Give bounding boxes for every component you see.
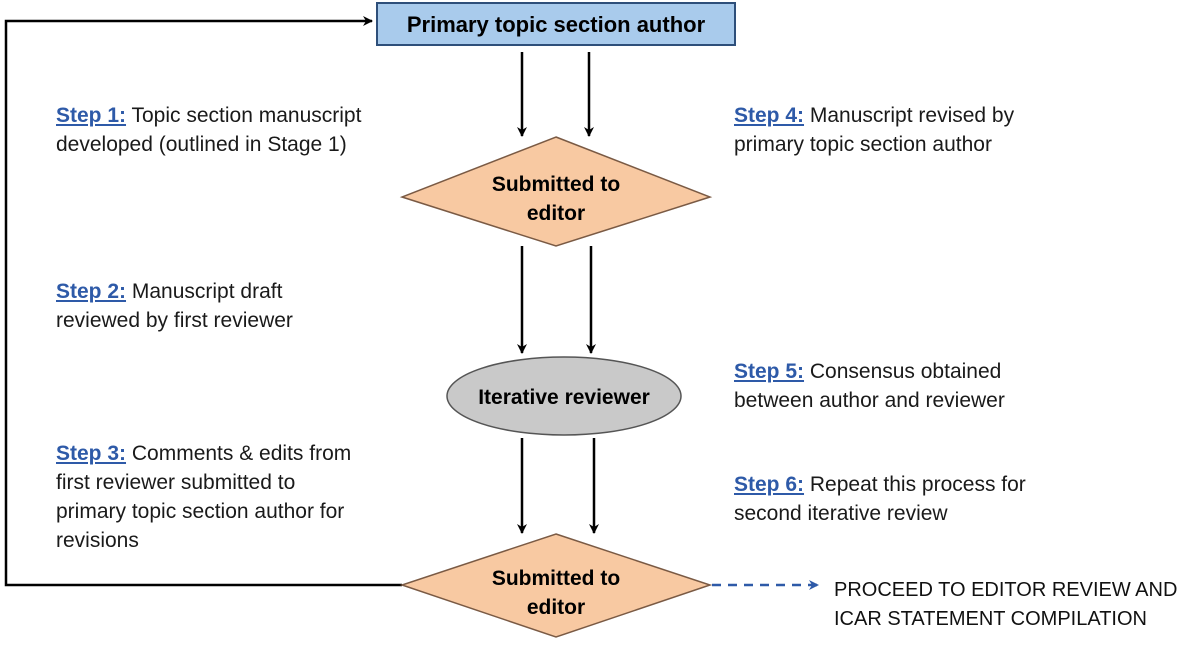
step-4-text: Step 4: Manuscript revised by primary to…: [734, 101, 1014, 159]
step-3-text: Step 3: Comments & edits from first revi…: [56, 439, 351, 555]
submitted-to-editor-diamond-bottom: [399, 533, 713, 638]
submitted-bottom-line1: Submitted to: [492, 567, 620, 590]
author-label: Primary topic section author: [407, 12, 706, 37]
step-6-line-1: Repeat this process for: [809, 473, 1026, 496]
proceed-note-line-2: ICAR STATEMENT COMPILATION: [834, 608, 1147, 630]
step-5-line-1: Consensus obtained: [809, 360, 1002, 383]
step-5-line-2: between author and reviewer: [734, 389, 1005, 412]
step-6-line-2: second iterative review: [734, 502, 948, 525]
author-box: [376, 2, 736, 46]
step-3-line-2: first reviewer submitted to: [56, 471, 296, 494]
iterative-reviewer-ellipse: [446, 356, 682, 436]
step-2-line-1: Manuscript draft: [131, 280, 283, 303]
step-4-line-2: primary topic section author: [734, 133, 992, 156]
submitted-top-line1: Submitted to: [492, 173, 620, 196]
submitted-top-line2: editor: [527, 202, 585, 225]
step-2-line-2: reviewed by first reviewer: [56, 309, 293, 332]
step-6-label[interactable]: Step 6:: [734, 473, 805, 496]
step-1-text: Step 1: Topic section manuscript develop…: [56, 101, 361, 159]
step-1-label[interactable]: Step 1:: [56, 104, 127, 127]
proceed-note-line-1: PROCEED TO EDITOR REVIEW AND: [834, 579, 1178, 601]
step-4-line-1: Manuscript revised by: [809, 104, 1015, 127]
submitted-bottom-line2: editor: [527, 596, 585, 619]
step-6-text: Step 6: Repeat this process for second i…: [734, 470, 1026, 528]
feedback-loop-arrow: [4, 16, 402, 587]
step-3-label[interactable]: Step 3:: [56, 442, 127, 465]
step-3-line-4: revisions: [56, 529, 139, 552]
proceed-note: PROCEED TO EDITOR REVIEW AND ICAR STATEM…: [834, 576, 1177, 634]
submitted-to-editor-diamond-top: [399, 136, 713, 247]
step-5-label[interactable]: Step 5:: [734, 360, 805, 383]
step-5-text: Step 5: Consensus obtained between autho…: [734, 357, 1005, 415]
step-1-line-1: Topic section manuscript: [131, 104, 362, 127]
reviewer-label: Iterative reviewer: [478, 386, 650, 409]
step-2-text: Step 2: Manuscript draft reviewed by fir…: [56, 277, 293, 335]
step-3-line-1: Comments & edits from: [131, 442, 352, 465]
step-2-label[interactable]: Step 2:: [56, 280, 127, 303]
step-1-line-2: developed (outlined in Stage 1): [56, 133, 347, 156]
step-3-line-3: primary topic section author for: [56, 500, 345, 523]
step-4-label[interactable]: Step 4:: [734, 104, 805, 127]
